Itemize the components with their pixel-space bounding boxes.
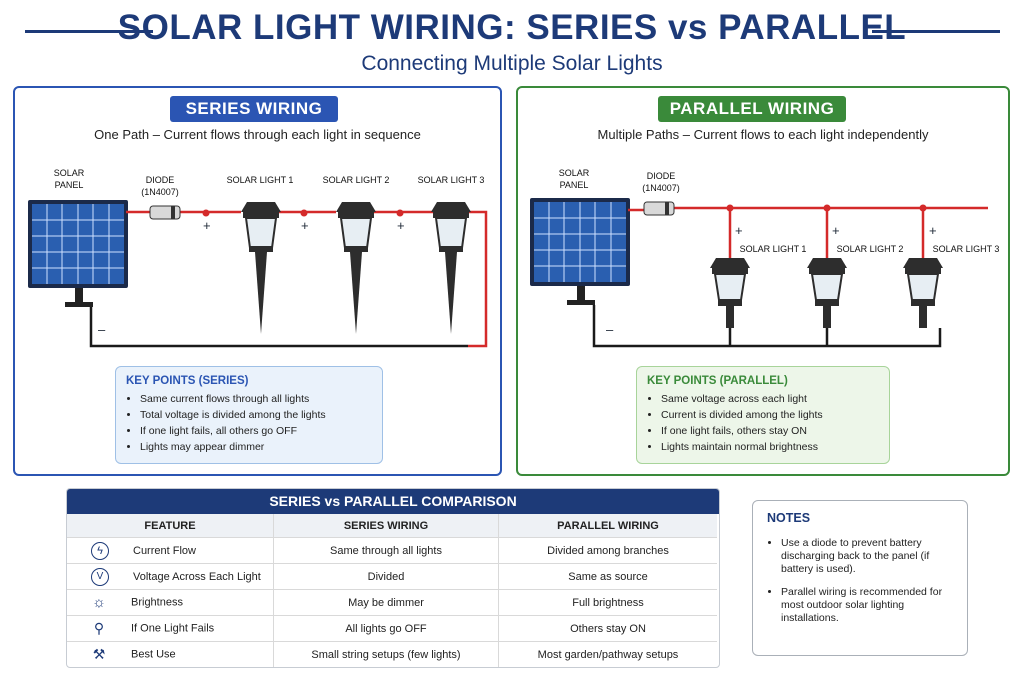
- parallel-cell: Same as source: [498, 563, 717, 590]
- series-diode-label: DIODE(1N4007): [141, 175, 179, 197]
- parallel-plus-1: +: [735, 223, 743, 238]
- comparison-table-container: SERIES vs PARALLEL COMPARISON FEATURE SE…: [66, 488, 720, 668]
- solar-light-1-icon: [710, 258, 750, 328]
- parallel-cell: Most garden/pathway setups: [498, 641, 717, 667]
- feature-cell: ⚒Best Use: [67, 642, 274, 668]
- table-row: ⚒Best Use Small string setups (few light…: [67, 641, 717, 668]
- comparison-title: SERIES vs PARALLEL COMPARISON: [67, 489, 719, 514]
- series-cell: Same through all lights: [273, 537, 499, 564]
- parallel-key-point: Lights maintain normal brightness: [661, 439, 879, 455]
- notes-title: NOTES: [767, 511, 811, 525]
- parallel-cell: Others stay ON: [498, 615, 717, 642]
- series-description: One Path – Current flows through each li…: [94, 127, 421, 142]
- table-header-row: FEATURE SERIES WIRING PARALLEL WIRING: [67, 514, 717, 538]
- series-badge: SERIES WIRING: [170, 96, 338, 122]
- series-light-3-label: SOLAR LIGHT 3: [417, 175, 485, 185]
- parallel-circuit-diagram: [530, 198, 988, 348]
- wrench-icon: ⚒: [92, 646, 106, 662]
- parallel-light-2-label: SOLAR LIGHT 2: [836, 244, 904, 254]
- solar-light-3-icon: [431, 202, 471, 334]
- solar-light-1-icon: [241, 202, 281, 334]
- parallel-minus: –: [606, 322, 614, 337]
- parallel-badge: PARALLEL WIRING: [658, 96, 846, 122]
- series-cell: All lights go OFF: [273, 615, 499, 642]
- series-minus: –: [98, 322, 106, 337]
- series-circuit-diagram: [28, 200, 488, 348]
- series-key-point: If one light fails, all others go OFF: [140, 423, 372, 439]
- title-rule-left: [25, 30, 153, 33]
- table-row: ☼Brightness May be dimmer Full brightnes…: [67, 589, 717, 616]
- page-subtitle: Connecting Multiple Solar Lights: [361, 52, 663, 75]
- table-row: ⚲If One Light Fails All lights go OFF Ot…: [67, 615, 717, 642]
- header-series: SERIES WIRING: [273, 514, 499, 538]
- note-item: Use a diode to prevent battery dischargi…: [781, 537, 953, 576]
- solar-light-2-icon: [807, 258, 847, 328]
- feature-cell: ⚲If One Light Fails: [67, 615, 274, 642]
- series-key-point: Lights may appear dimmer: [140, 439, 372, 455]
- series-cell: Small string setups (few lights): [273, 641, 499, 667]
- lightning-bolt-icon: ϟ: [91, 541, 109, 560]
- notes-box: NOTES Use a diode to prevent battery dis…: [752, 500, 968, 656]
- solar-light-2-icon: [336, 202, 376, 334]
- series-key-points-title: KEY POINTS (SERIES): [126, 375, 249, 387]
- parallel-diode-label: DIODE(1N4007): [642, 171, 680, 193]
- solar-light-3-icon: [903, 258, 943, 328]
- parallel-cell: Full brightness: [498, 589, 717, 616]
- series-plus-2: +: [301, 218, 309, 233]
- header-feature: FEATURE: [67, 514, 274, 538]
- parallel-light-1-label: SOLAR LIGHT 1: [739, 244, 807, 254]
- solar-panel-icon: [530, 198, 630, 305]
- sun-icon: ☼: [92, 594, 106, 611]
- series-key-point: Total voltage is divided among the light…: [140, 407, 372, 423]
- header-parallel: PARALLEL WIRING: [498, 514, 717, 538]
- series-plus-1: +: [203, 218, 211, 233]
- title-rule-right: [872, 30, 1000, 33]
- diode-icon: [149, 205, 181, 220]
- parallel-plus-2: +: [832, 223, 840, 238]
- feature-cell: ☼Brightness: [67, 589, 274, 616]
- page-title: SOLAR LIGHT WIRING: SERIES vs PARALLEL: [117, 8, 907, 47]
- parallel-description: Multiple Paths – Current flows to each l…: [597, 127, 929, 142]
- voltage-v-icon: V: [91, 567, 109, 586]
- parallel-key-point: Same voltage across each light: [661, 391, 879, 407]
- parallel-panel: [516, 86, 1010, 476]
- parallel-light-3-label: SOLAR LIGHT 3: [932, 244, 1000, 254]
- series-plus-3: +: [397, 218, 405, 233]
- parallel-key-points: KEY POINTS (PARALLEL) Same voltage acros…: [636, 366, 890, 464]
- solar-panel-icon: [28, 200, 128, 307]
- parallel-key-point: Current is divided among the lights: [661, 407, 879, 423]
- parallel-key-points-title: KEY POINTS (PARALLEL): [647, 375, 788, 387]
- series-cell: Divided: [273, 563, 499, 590]
- parallel-plus-3: +: [929, 223, 937, 238]
- series-panel: [13, 86, 502, 476]
- series-cell: May be dimmer: [273, 589, 499, 616]
- parallel-key-point: If one light fails, others stay ON: [661, 423, 879, 439]
- diode-icon: [643, 201, 675, 216]
- series-light-2-label: SOLAR LIGHT 2: [322, 175, 390, 185]
- series-light-1-label: SOLAR LIGHT 1: [226, 175, 294, 185]
- broken-link-icon: ⚲: [93, 620, 105, 636]
- parallel-cell: Divided among branches: [498, 537, 717, 564]
- series-key-point: Same current flows through all lights: [140, 391, 372, 407]
- note-item: Parallel wiring is recommended for most …: [781, 586, 953, 625]
- series-key-points: KEY POINTS (SERIES) Same current flows t…: [115, 366, 383, 464]
